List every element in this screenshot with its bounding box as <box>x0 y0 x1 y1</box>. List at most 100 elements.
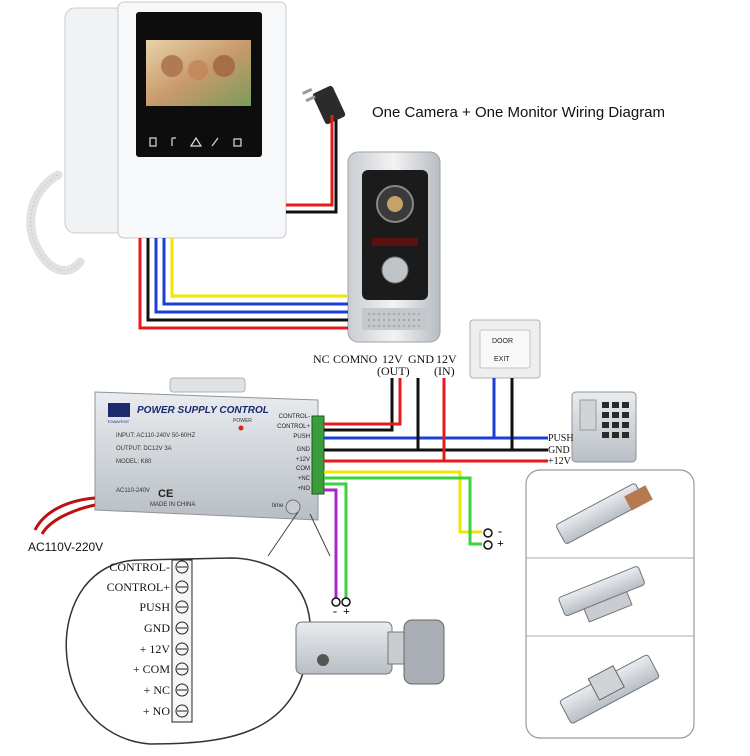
menu-icon <box>233 138 242 147</box>
alternative-locks-panel <box>525 469 695 739</box>
power-adapter <box>302 85 346 125</box>
family-photo-face <box>213 55 235 77</box>
psu-terminal-block <box>311 415 325 495</box>
adapter-wire-black <box>286 120 338 214</box>
wire-12vout-red <box>324 378 402 426</box>
psu-mount-tab <box>169 377 246 393</box>
monitor-camera-wires <box>138 115 348 330</box>
music-icon <box>171 137 176 146</box>
zoom-terminal-label: + NC <box>143 683 170 697</box>
zoom-terminal-label: + COM <box>132 662 170 676</box>
zoom-terminal-strip <box>171 559 193 723</box>
electric-strike-lock <box>559 654 660 724</box>
label-12v-out: 12V <box>382 352 403 366</box>
lock-body <box>295 621 393 675</box>
label-12v-right: +12V <box>548 456 571 467</box>
label-12v-in: 12V <box>436 352 457 366</box>
ac-power-wire <box>40 503 96 535</box>
psu-output: OUTPUT: DC12V 3A <box>116 446 172 452</box>
lock-strike <box>403 619 445 685</box>
psu-brand: TOWAYENT <box>107 419 130 424</box>
psu-model: MODEL: K80 <box>116 459 152 465</box>
psu-power-label: POWER <box>233 418 252 424</box>
terminal-zoom <box>65 511 331 745</box>
monitor-touch-icons <box>149 136 242 147</box>
indoor-monitor <box>26 1 287 275</box>
camera-call-button <box>381 256 409 284</box>
electric-rim-lock <box>295 619 445 685</box>
psu-case <box>94 391 319 521</box>
diagram-title: One Camera + One Monitor Wiring Diagram <box>372 104 666 121</box>
camera-lens-center <box>387 196 403 212</box>
label-gnd: GND <box>408 352 434 366</box>
psu-rating: AC110-240V <box>116 488 150 494</box>
psu-time-label: time <box>272 503 284 509</box>
zoom-terminal-label: CONTROL+ <box>106 580 170 594</box>
psu-terminal-label: PUSH <box>293 434 310 440</box>
wire-nc-black <box>324 378 394 432</box>
zoom-terminal-label: GND <box>144 621 170 635</box>
magnetic-lock <box>556 483 653 544</box>
exit-button-exit-text: EXIT <box>494 356 510 363</box>
wire-red <box>138 238 348 330</box>
monitor-handset <box>64 7 126 234</box>
outdoor-camera <box>347 151 441 343</box>
wire-black <box>146 238 348 322</box>
ac-power-wire <box>33 496 96 531</box>
psu-time-knob <box>285 499 301 515</box>
wire-com-yellow <box>324 470 482 534</box>
power-supply-box <box>33 377 325 535</box>
access-keypad <box>571 391 637 463</box>
psu-power-led <box>238 425 244 431</box>
adapter-wire-red <box>286 115 334 207</box>
wire-yellow <box>170 238 348 298</box>
zoom-terminal-label: + NO <box>142 704 170 718</box>
lock-keyhole <box>317 654 329 666</box>
family-photo-face <box>161 55 183 77</box>
lock-bolt <box>387 631 405 665</box>
psu-wiring <box>324 378 548 598</box>
psu-logo <box>108 403 130 417</box>
camera-ir-leds <box>372 238 418 246</box>
ac-voltage-label: AC110V-220V <box>28 540 104 554</box>
label-com: COM <box>333 352 361 366</box>
zoom-terminal-label: PUSH <box>139 600 170 614</box>
wire-purple-lock <box>324 488 338 598</box>
psu-terminal-label: COM <box>296 466 310 472</box>
exit-button-door-text: DOOR <box>492 338 513 345</box>
wire-nc-green <box>324 476 482 546</box>
psu-ce-mark: CE <box>158 488 174 500</box>
psu-terminal-label: +NO <box>297 486 310 492</box>
wire-green-lock <box>324 482 348 598</box>
unlock-icon <box>211 137 219 147</box>
wire-blue <box>154 238 348 314</box>
zoom-terminal-label: CONTROL- <box>109 560 170 574</box>
psu-title: POWER SUPPLY CONTROL <box>137 405 269 416</box>
door-exit-button <box>469 319 541 379</box>
psu-terminal-label: CONTROL+ <box>277 424 310 430</box>
polarity-minus-low: - <box>333 604 337 618</box>
label-no: NO <box>360 352 378 366</box>
label-nc: NC <box>313 352 330 366</box>
psu-terminal-label: GND <box>296 447 310 453</box>
label-in: (IN) <box>434 364 455 378</box>
polarity-terminals <box>331 528 493 607</box>
zoom-pointer <box>267 511 331 557</box>
polarity-plus-mid: + <box>497 536 504 550</box>
psu-terminal-label: CONTROL- <box>278 414 310 420</box>
label-push: PUSH <box>548 433 574 444</box>
handset-cord-coils <box>30 174 81 271</box>
key-icon <box>149 137 157 147</box>
psu-input: INPUT: AC110-240V 50-60HZ <box>116 433 196 439</box>
camera-speaker-grill <box>362 308 428 330</box>
zoom-terminal-label: + 12V <box>139 642 170 656</box>
polarity-plus-low: + <box>343 604 350 618</box>
family-photo-face <box>188 60 208 80</box>
electric-bolt-lock <box>558 566 645 623</box>
polarity-minus-mid: - <box>498 524 502 538</box>
psu-terminal-label: +NC <box>297 476 310 482</box>
psu-terminal-label: +12V <box>295 457 310 463</box>
label-out: (OUT) <box>377 364 410 378</box>
speaker-grill-holes <box>368 313 422 327</box>
